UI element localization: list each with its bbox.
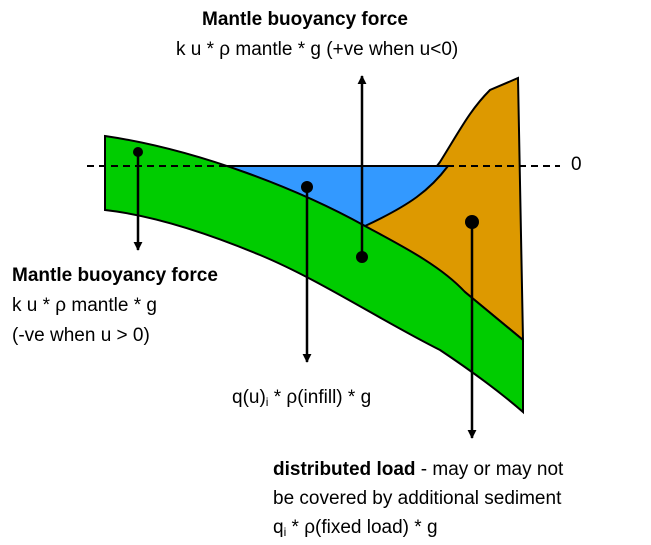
infill-force-label: q(u)i * ρ(infill) * g bbox=[232, 387, 372, 409]
left-buoyancy-formula: k u * ρ mantle * g bbox=[12, 295, 157, 316]
left-buoyancy-note: (-ve when u > 0) bbox=[12, 325, 150, 346]
left-buoyancy-title: Mantle buoyancy force bbox=[12, 265, 218, 286]
zero-label: 0 bbox=[571, 154, 582, 175]
top-buoyancy-title: Mantle buoyancy force bbox=[202, 9, 408, 30]
distributed-load-formula: qi * ρ(fixed load) * g bbox=[273, 517, 438, 539]
load-point bbox=[465, 215, 479, 229]
infill-point bbox=[301, 181, 313, 193]
top-buoyancy-formula: k u * ρ mantle * g (+ve when u<0) bbox=[176, 39, 459, 60]
distributed-load-line1: distributed load - may or may not bbox=[273, 459, 564, 480]
buoyancy-point bbox=[356, 251, 368, 263]
plate-point bbox=[133, 147, 143, 157]
distributed-load-line2: be covered by additional sediment bbox=[273, 488, 562, 509]
